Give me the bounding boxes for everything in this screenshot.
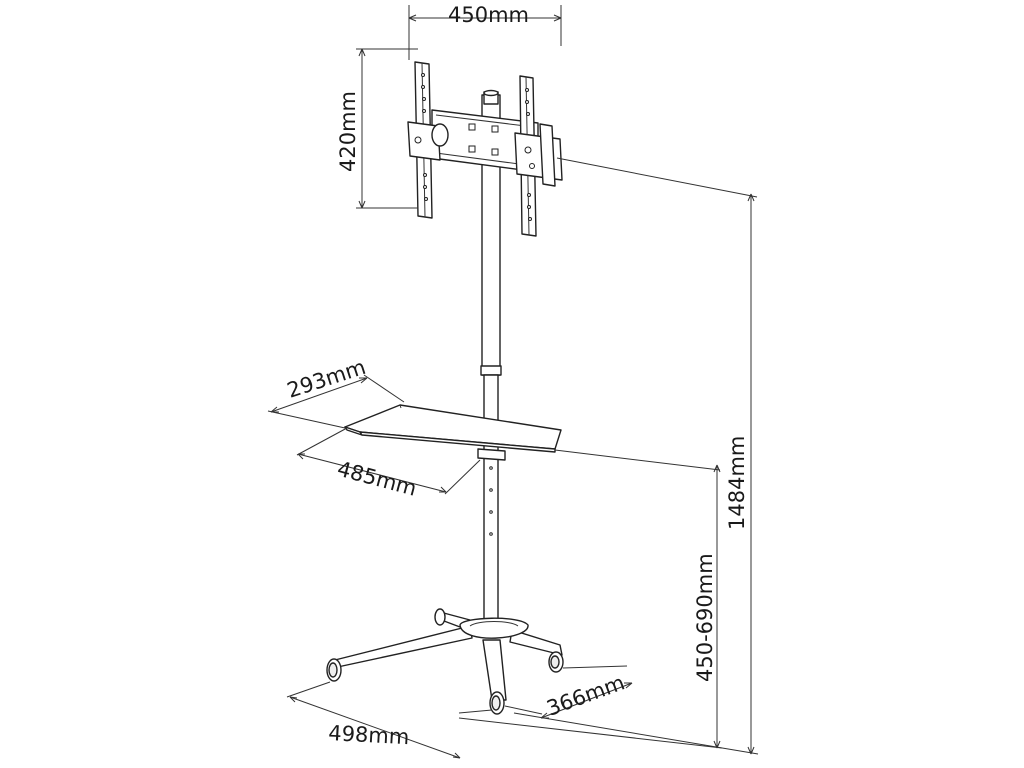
label-shelf-width: 485mm — [335, 457, 419, 501]
glass-shelf — [344, 404, 562, 461]
pole-collar — [480, 365, 502, 376]
label-base-width: 498mm — [328, 721, 410, 749]
label-mount-width: 450mm — [448, 3, 529, 27]
dimension-base-width: 498mm — [286, 681, 493, 759]
casters — [326, 608, 564, 715]
dimension-mount-height: 420mm — [336, 48, 418, 209]
label-base-depth: 366mm — [544, 670, 628, 720]
dimension-base-depth: 366mm — [504, 665, 633, 721]
label-shelf-depth: 293mm — [284, 355, 368, 403]
label-shelf-height: 450-690mm — [693, 553, 717, 682]
dimension-shelf-height: 450-690mm — [458, 449, 723, 749]
label-total-height: 1484mm — [725, 436, 749, 530]
base-legs — [332, 611, 563, 701]
lower-pole — [483, 374, 499, 626]
dimension-mount-width: 450mm — [408, 3, 562, 60]
vesa-mount-bracket — [407, 61, 563, 237]
label-mount-height: 420mm — [336, 91, 360, 172]
